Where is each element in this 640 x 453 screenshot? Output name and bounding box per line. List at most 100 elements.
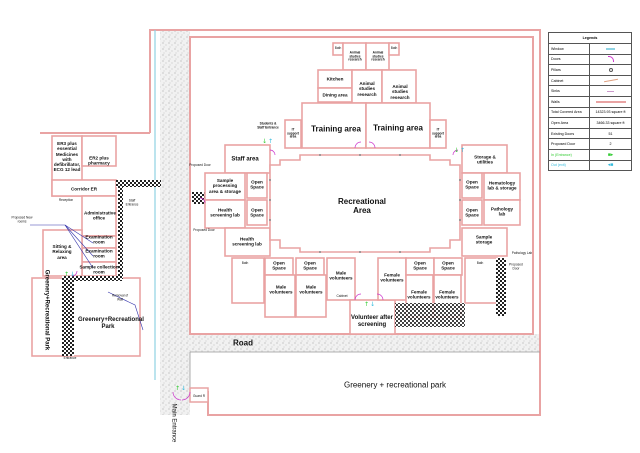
room-exam-2: Examination room (85, 248, 113, 259)
room-storage-utilities: Storage & utilities (474, 154, 496, 165)
room-female-1: Female volunteers (380, 272, 404, 283)
room-female-3: Female volunteers (435, 289, 459, 300)
svg-text:↓: ↓ (262, 138, 267, 145)
cabinet-label: Cabinet (336, 294, 348, 299)
window-icon (606, 47, 615, 50)
legend-row-wall: Walls (549, 96, 631, 108)
bath-top-right: Bath (390, 46, 398, 51)
room-admin: Administrative office (84, 210, 116, 221)
bath-bottom-left: Bath (241, 261, 249, 266)
room-hematology: Hematology lab & storage (487, 180, 517, 191)
greenery-park-label: Greenery + recreational park (343, 380, 447, 390)
svg-text:↑: ↑ (268, 138, 273, 145)
pillars (269, 154, 461, 253)
room-health-lab-2: Health screening lab (232, 236, 262, 247)
open-space-l1: Open Space (250, 179, 264, 190)
annex-park: Greenery+Recreational Park (78, 317, 144, 330)
students-staff-entrance: Students & Staff Entrance (257, 121, 279, 129)
room-sitting: Sitting & Relaxing area (52, 244, 72, 260)
doors (71, 141, 459, 401)
room-it-right: IT support area (432, 127, 444, 139)
door-icon (607, 56, 614, 63)
in-arrow-icon: ■▸ (607, 151, 614, 158)
room-er2: ER2 plus pharmacy (88, 155, 110, 166)
legend-row-in: In (Entrance)■▸ (549, 149, 631, 161)
room-er3: ER3 plus essential Medicines with defibr… (53, 141, 81, 173)
svg-text:↑: ↑ (364, 301, 369, 308)
legend-row-pillar: Pillars (549, 65, 631, 76)
staff-entrance-note: Staff Entrance (125, 198, 139, 206)
legend-row-sink: Sinks (549, 86, 631, 97)
open-space-b4: Open Space (441, 260, 455, 271)
room-volunteer-after-screening: Volunteer after screening (351, 315, 393, 328)
room-male-1: Male volunteers (269, 284, 293, 295)
proposed-door-note-2: Proposed Door (193, 228, 215, 233)
park-vertical-label: Greenery+Recreational Park (43, 269, 50, 351)
walkway (395, 303, 465, 327)
proposed-door-path (192, 192, 206, 204)
legend-title: Legends (549, 33, 631, 44)
open-space-r1: Open Space (465, 179, 479, 190)
proposed-door-note-1: Proposed Door (189, 163, 211, 168)
pathology-lab-note: Pathology Lab (511, 251, 533, 256)
room-male-3: Male volunteers (329, 270, 353, 281)
room-training-1: Training area (311, 124, 361, 134)
room-sample-collection: Sample collection room (79, 264, 119, 275)
open-space-l2: Open Space (250, 207, 264, 218)
in-out-arrows: ↓↑ ↓↑ ↑↓ ↑↓ ↑↓ (64, 138, 465, 392)
svg-text:↑: ↑ (64, 271, 69, 278)
annex-walkway (62, 276, 122, 281)
horizontal-road (160, 334, 540, 352)
svg-text:↑: ↑ (460, 147, 465, 154)
annex-walkway (118, 187, 123, 279)
room-pathology: Pathology lab (490, 206, 514, 217)
pillar-icon (608, 67, 613, 72)
room-it-left: IT support area (287, 127, 299, 139)
room-animal-mid: Animal studies research (357, 81, 377, 97)
main-entrance-label[interactable]: Main Entrance (170, 403, 177, 443)
legend-table: Legends Window Doors Pillars Cabinet Sin… (548, 32, 632, 172)
guard-room-label: Guard R (192, 394, 206, 399)
cabinet-icon (603, 78, 618, 83)
open-space-b3: Open Space (413, 260, 427, 271)
room-kitchen: Kitchen (326, 76, 344, 82)
sink-icon (607, 90, 614, 92)
out-arrow-icon: ◂■ (607, 162, 614, 169)
room-training-2: Training area (373, 123, 423, 133)
room-animal-right: Animal studies research (390, 84, 410, 100)
annex-walkway (62, 281, 74, 356)
room-female-2: Female volunteers (407, 289, 431, 300)
room-health-lab-1: Health screening lab (210, 207, 240, 218)
legend-row-cabinet: Cabinet (549, 75, 631, 87)
legend-row-door: Doors (549, 54, 631, 66)
svg-text:↓: ↓ (454, 147, 459, 154)
main-building-walls (204, 42, 521, 335)
recreational-area: Recreational Area (337, 196, 387, 215)
proposed-rooms-note: Proposed New rooms (11, 215, 33, 223)
wall-icon (595, 100, 626, 103)
svg-text:↓: ↓ (70, 271, 75, 278)
svg-text:↓: ↓ (181, 385, 186, 392)
room-staff-area: Staff area (231, 156, 259, 163)
room-sample-storage: Sample storage (475, 234, 493, 245)
open-space-b1: Open Space (272, 260, 286, 271)
room-dining: Dining area (322, 92, 348, 98)
room-sample-processing: Sample processing area & storage (209, 178, 241, 194)
removal-of-wall-note: Removal of Wall (111, 293, 129, 301)
room-male-2: Male volunteers (299, 284, 323, 295)
legend-row-window: Window (549, 44, 631, 55)
open-space-r2: Open Space (465, 207, 479, 218)
bath-top-left: Bath (334, 46, 342, 51)
corridor-er: Corridor ER (70, 186, 98, 192)
recreational-area-outline (269, 154, 461, 253)
vertical-road (160, 30, 190, 415)
proposed-door-note-3: Proposed Door (509, 262, 523, 270)
road-label: Road (233, 338, 253, 348)
animal-top-2: Animal studies research (371, 50, 385, 62)
svg-text:↓: ↓ (370, 301, 375, 308)
